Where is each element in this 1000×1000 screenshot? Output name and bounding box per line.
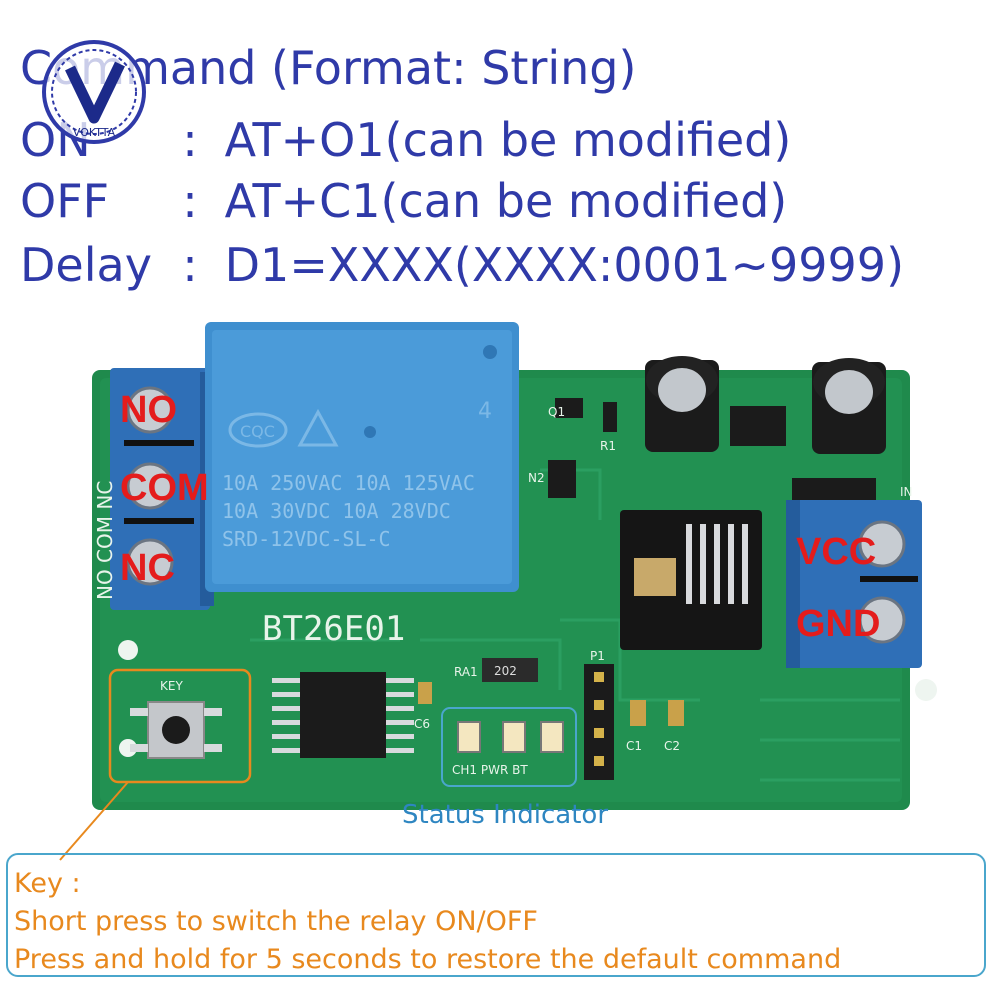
command-off-sep: : [182, 174, 198, 228]
terminal-screw [126, 462, 174, 510]
capacitor-c6 [418, 682, 432, 704]
relay-rating-1: 10A 250VAC 10A 125VAC [222, 471, 475, 495]
led-bt [540, 721, 564, 753]
svg-text:N2: N2 [528, 471, 545, 485]
command-delay-value: D1=XXXX(XXXX:0001~9999) [224, 238, 905, 292]
relay-rating-2: 10A 30VDC 10A 28VDC [222, 499, 451, 523]
terminal-label-no: NO [120, 389, 177, 431]
key-pointer-line [59, 781, 129, 861]
logo-text: VOKTTA [73, 126, 116, 139]
svg-text:Q1: Q1 [548, 405, 565, 419]
svg-text:R1: R1 [600, 439, 616, 453]
command-on-value: AT+O1(can be modified) [224, 113, 792, 167]
command-off-label: OFF [20, 174, 110, 228]
transistor-q1 [555, 398, 583, 418]
key-button-cap [162, 716, 190, 744]
mount-hole [119, 739, 137, 757]
transistor-n2 [548, 460, 576, 498]
terminal-screw [126, 538, 174, 586]
key-info-line1: Short press to switch the relay ON/OFF [14, 906, 538, 937]
key-info-title: Key : [14, 868, 81, 899]
status-indicator-label: Status Indicator [402, 800, 609, 830]
command-off-value: AT+C1(can be modified) [224, 174, 788, 228]
led-pwr [502, 721, 526, 753]
command-delay-label: Delay [20, 238, 152, 292]
svg-text:C6: C6 [414, 717, 430, 731]
command-off-line: OFF: AT+C1(can be modified) [20, 171, 787, 231]
terminal-screw [858, 520, 906, 568]
svg-text:CQC: CQC [240, 422, 275, 441]
resistor-array [482, 658, 538, 682]
terminal-label-gnd: GND [796, 603, 880, 645]
key-silk: KEY [160, 679, 183, 693]
capacitor-c1 [630, 700, 646, 726]
brand-logo: VOKTTA [42, 40, 146, 144]
terminal-screw [858, 596, 906, 644]
key-info-line2: Press and hold for 5 seconds to restore … [14, 944, 842, 975]
electrolytic-capacitor [812, 358, 886, 454]
electrolytic-capacitor [645, 356, 719, 452]
key-highlight [108, 668, 252, 784]
resistor-r1 [603, 402, 617, 432]
svg-text:IN: IN [900, 485, 913, 499]
mount-hole [915, 679, 937, 701]
relay-model: SRD-12VDC-SL-C [222, 527, 391, 551]
command-delay-sep: : [182, 238, 198, 292]
terminal-screw [126, 386, 174, 434]
mount-hole [118, 640, 138, 660]
capacitor-c2 [668, 700, 684, 726]
command-delay-line: Delay: D1=XXXX(XXXX:0001~9999) [20, 235, 904, 295]
relay-number: 4 [478, 399, 492, 424]
diode [792, 478, 876, 504]
led-labels: CH1 PWR BT [452, 763, 528, 777]
terminal-label-com: COM [120, 467, 209, 509]
side-label: NO COM NC [93, 481, 117, 600]
ic-chip [300, 672, 386, 758]
status-indicator-highlight [441, 707, 577, 787]
command-on-sep: : [182, 113, 198, 167]
board-model: BT26E01 [262, 609, 405, 649]
svg-text:202: 202 [494, 664, 517, 678]
led-ch1 [457, 721, 481, 753]
regulator [730, 406, 786, 446]
svg-text:RA1: RA1 [454, 665, 478, 679]
command-header: Command (Format: String) [20, 41, 637, 95]
key-info-box: Key : Short press to switch the relay ON… [6, 853, 986, 977]
terminal-label-vcc: VCC [796, 531, 876, 573]
terminal-label-nc: NC [120, 547, 175, 589]
svg-text:P1: P1 [590, 649, 605, 663]
svg-text:C1: C1 [626, 739, 642, 753]
svg-text:C2: C2 [664, 739, 680, 753]
